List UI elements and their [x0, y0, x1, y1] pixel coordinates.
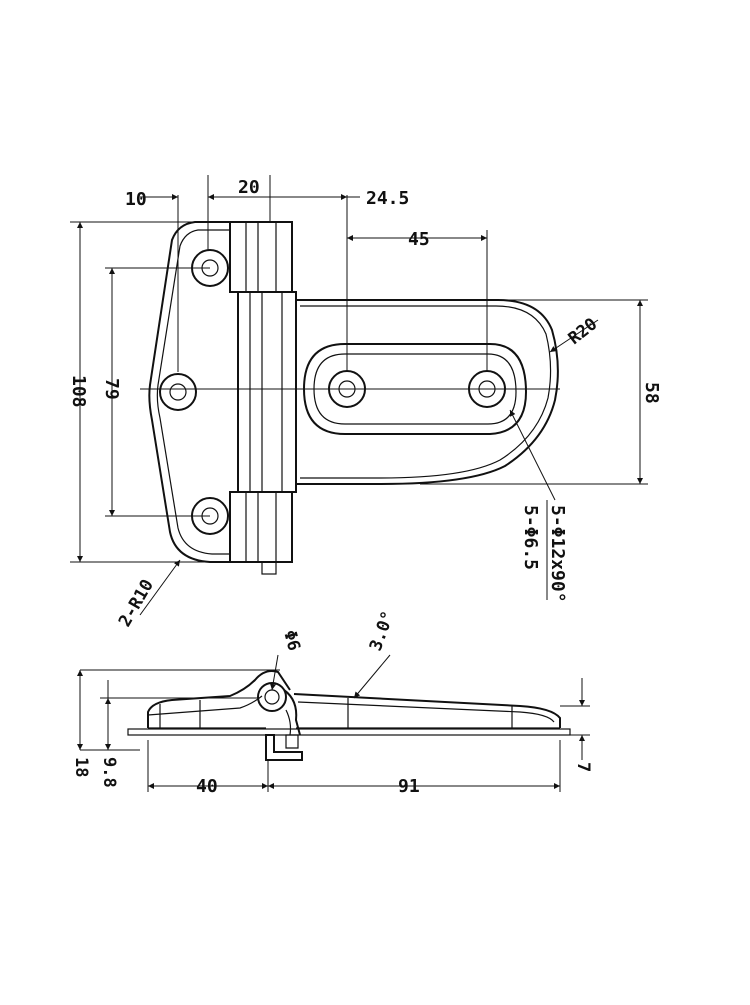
mounting-plate [127, 728, 571, 736]
dim-40: 40 [196, 776, 218, 797]
left-leaf-inner [156, 229, 230, 555]
dim-45: 45 [408, 229, 430, 250]
dim-108: 108 [68, 375, 89, 408]
bracket [265, 734, 303, 761]
dim-2-r10: 2-R10 [115, 576, 158, 630]
right-leaf-outline [296, 299, 559, 485]
pin-circle [257, 682, 287, 712]
knuckle-top [229, 221, 293, 293]
slot-recess-outer [302, 343, 528, 435]
left-leaf-outline [148, 221, 230, 563]
slot-recess-inner [313, 353, 517, 425]
hole-left-middle [159, 373, 197, 411]
dim-10: 10 [125, 189, 147, 210]
dim-hole-diameter: 5-Φ6.5 [520, 505, 541, 570]
left-leaf-profile [147, 670, 291, 728]
side-view: Φ6 3.0° 18 9.8 40 91 7 [71, 608, 593, 797]
knuckle-bottom [229, 491, 293, 563]
dim-r20: R20 [565, 314, 602, 349]
pin-barrel [237, 291, 297, 493]
right-leaf-profile [293, 693, 561, 728]
top-view: 10 20 24.5 45 108 79 58 R20 2-R10 [68, 175, 662, 631]
dim-9-8: 9.8 [99, 757, 119, 788]
dim-58: 58 [641, 382, 662, 404]
dim-18: 18 [71, 757, 91, 777]
dim-79: 79 [101, 378, 122, 400]
right-leaf-inner [300, 305, 552, 479]
dim-phi6: Φ6 [279, 628, 304, 653]
dim-91: 91 [398, 776, 420, 797]
pin-end [261, 561, 277, 575]
dim-24-5: 24.5 [366, 188, 409, 209]
dim-7: 7 [573, 762, 593, 772]
dim-angle: 3.0° [366, 608, 399, 653]
dim-20: 20 [238, 177, 260, 198]
dim-hole-countersink: 5-Φ12x90° [547, 505, 568, 603]
